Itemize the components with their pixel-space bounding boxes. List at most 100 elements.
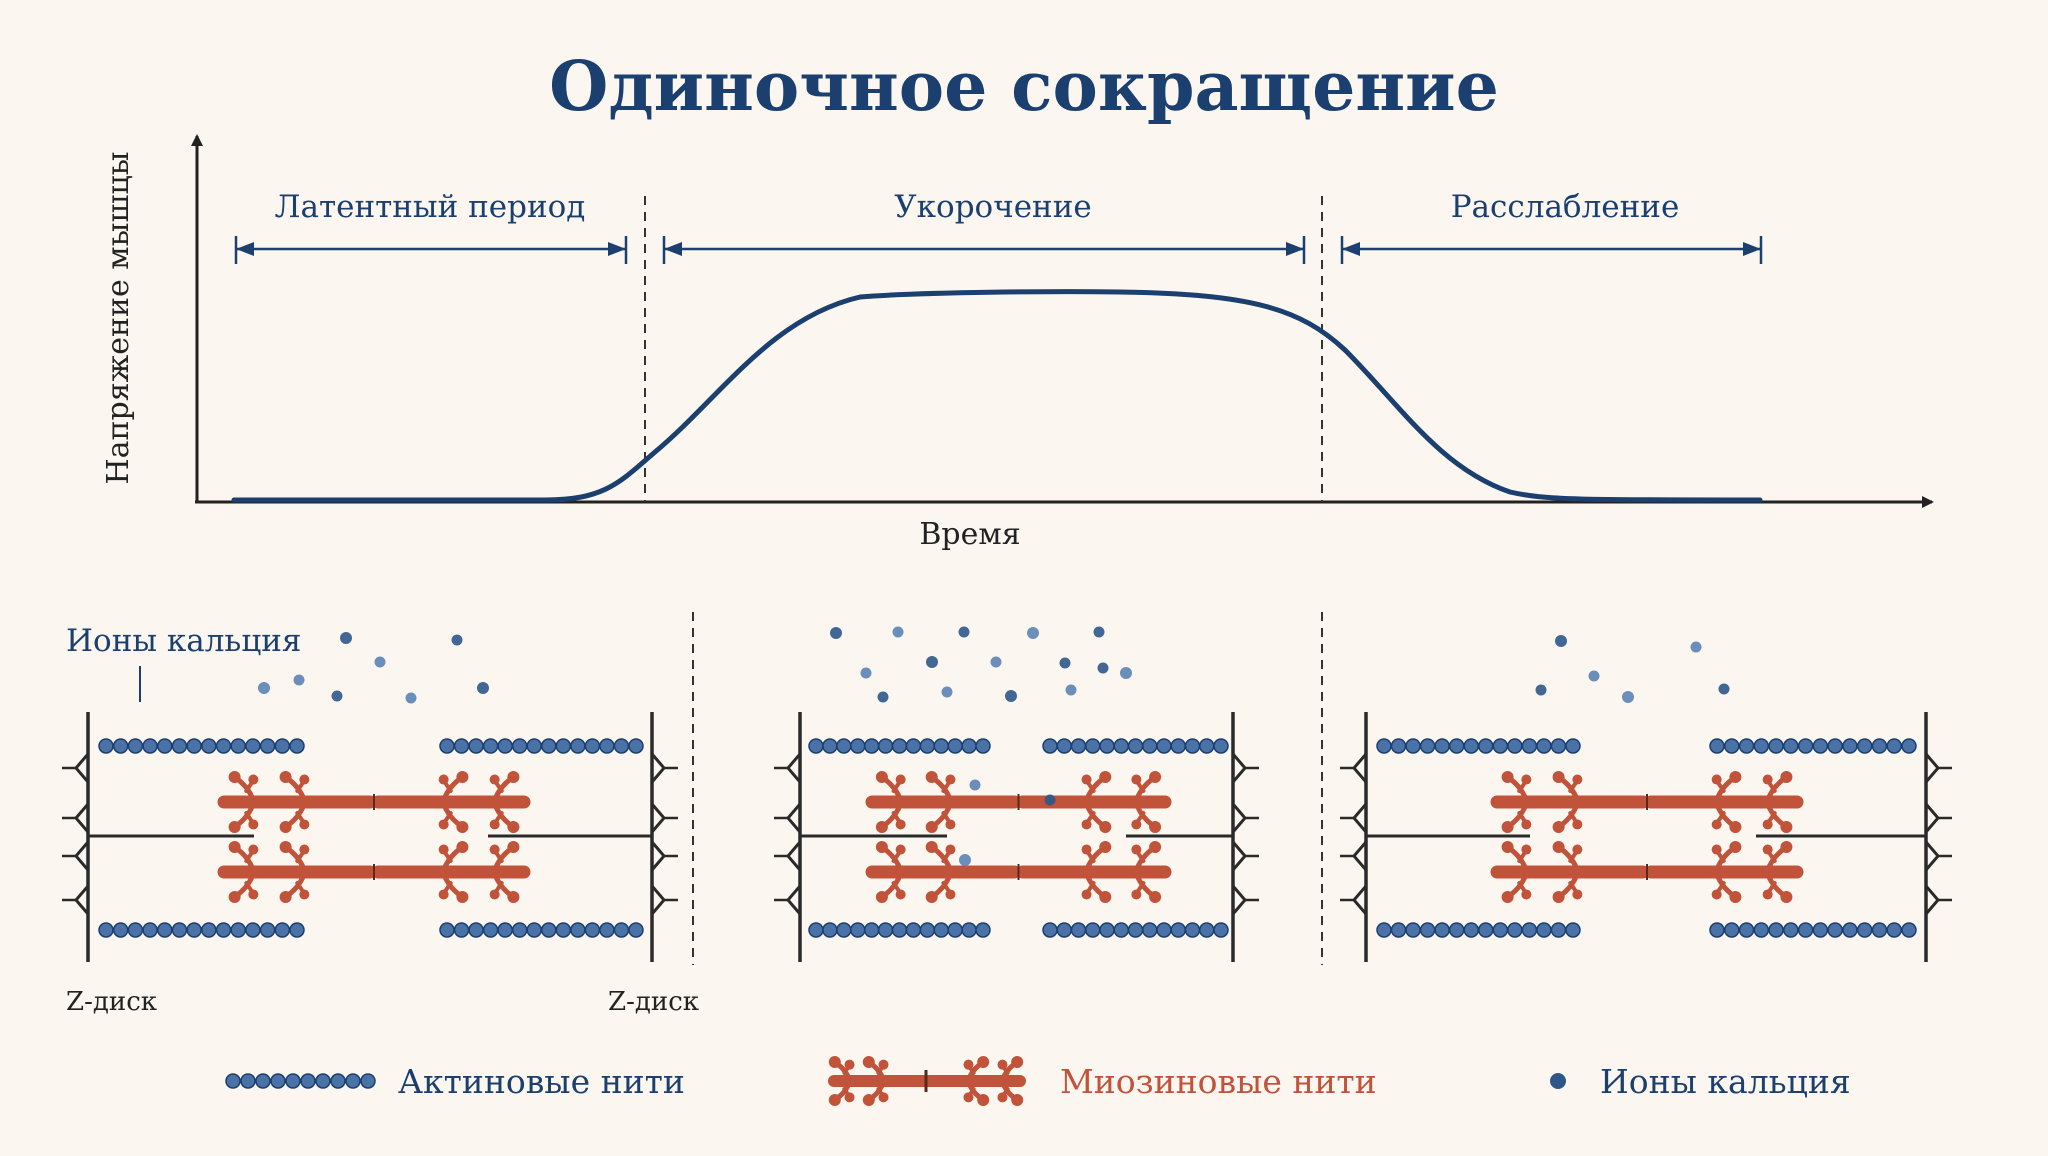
myosin-head-bulb xyxy=(1552,891,1565,903)
actin-bead xyxy=(1753,922,1770,938)
calcium-ion xyxy=(1065,684,1077,696)
myosin-head-bulb xyxy=(279,891,292,903)
actin-bead xyxy=(836,922,852,938)
actin-filament xyxy=(439,922,644,938)
actin-bead xyxy=(961,922,977,938)
actin-bead xyxy=(599,738,615,754)
myosin-head-bulb xyxy=(1521,819,1532,830)
actin-bead xyxy=(1901,922,1917,938)
actin-bead xyxy=(157,738,173,754)
myosin-filament xyxy=(217,841,531,903)
actin-bead xyxy=(1507,922,1523,938)
actin-bead xyxy=(613,738,630,754)
actin-bead xyxy=(1170,738,1186,754)
z-disc-zigzag xyxy=(1924,753,1940,783)
legend-actin-glyph xyxy=(225,1073,376,1089)
myosin-head-bulb xyxy=(945,844,956,855)
actin-bead xyxy=(225,1073,241,1089)
myosin-head-bulb xyxy=(456,841,469,853)
myosin-head-bulb xyxy=(875,841,888,853)
phase-arrow-shortening xyxy=(662,236,1306,264)
myosin-filament xyxy=(865,841,1172,903)
myosin-head-bulb xyxy=(489,774,500,785)
myosin-filament xyxy=(865,771,1172,833)
actin-bead xyxy=(201,738,217,754)
actin-bead xyxy=(1812,922,1829,938)
actin-filament xyxy=(1376,738,1581,754)
myosin-head-bulb xyxy=(1572,774,1583,785)
actin-bead xyxy=(1113,922,1129,938)
myosin-head-bulb xyxy=(228,821,241,833)
myosin-head-bulb xyxy=(828,1094,841,1106)
actin-bead xyxy=(230,922,246,938)
z-disc-zigzag xyxy=(1231,753,1247,783)
actin-bead xyxy=(1390,738,1407,754)
sarcomere-panel-2 xyxy=(774,626,1259,962)
myosin-head xyxy=(1131,771,1162,833)
actin-bead xyxy=(259,922,276,938)
myosin-head xyxy=(1501,771,1532,833)
actin-bead xyxy=(497,922,513,938)
actin-bead xyxy=(186,738,202,754)
actin-bead xyxy=(112,922,129,938)
myosin-head-bulb xyxy=(507,771,520,783)
actin-bead xyxy=(1042,922,1058,938)
myosin-head-bulb xyxy=(1501,821,1514,833)
z-disc-zigzag xyxy=(1352,885,1368,915)
myosin-head-bulb xyxy=(248,889,259,900)
myosin-head-bulb xyxy=(1501,771,1514,783)
myosin-head-bulb xyxy=(1762,774,1773,785)
myosin-head-bulb xyxy=(977,1056,990,1068)
actin-bead xyxy=(1070,738,1087,754)
z-disc-zigzag xyxy=(786,841,802,871)
myosin-head-bulb xyxy=(1711,774,1722,785)
myosin-head-bulb xyxy=(1149,891,1162,903)
myosin-head-bulb xyxy=(1081,774,1092,785)
myosin-head-bulb xyxy=(456,891,469,903)
myosin-head-bulb xyxy=(279,771,292,783)
myosin-head-bulb xyxy=(1011,1056,1024,1068)
myosin-head-bulb xyxy=(1131,844,1142,855)
actin-bead xyxy=(1783,738,1799,754)
actin-bead xyxy=(1434,738,1450,754)
actin-bead xyxy=(186,922,202,938)
actin-bead xyxy=(345,1073,361,1089)
actin-bead xyxy=(1724,922,1740,938)
actin-bead xyxy=(289,922,305,938)
myosin-head xyxy=(862,1056,889,1106)
myosin-head-bulb xyxy=(997,1092,1008,1103)
actin-bead xyxy=(1768,738,1784,754)
z-disc-zigzag xyxy=(1924,841,1940,871)
myosin-head-bulb xyxy=(279,841,292,853)
actin-bead xyxy=(1842,922,1858,938)
actin-bead xyxy=(1390,922,1407,938)
actin-bead xyxy=(1156,922,1172,938)
actin-bead xyxy=(808,738,824,754)
actin-bead xyxy=(127,922,144,938)
myosin-head-bulb xyxy=(844,1092,855,1103)
z-disc-zigzag xyxy=(74,885,90,915)
actin-bead xyxy=(526,738,542,754)
myosin-head-bulb xyxy=(1521,844,1532,855)
actin-bead xyxy=(1099,922,1115,938)
actin-bead xyxy=(1113,738,1129,754)
tension-curve xyxy=(231,289,1763,503)
actin-bead xyxy=(526,922,542,938)
myosin-head-bulb xyxy=(895,819,906,830)
myosin-head xyxy=(925,841,956,903)
actin-bead xyxy=(808,922,824,938)
myosin-head-bulb xyxy=(438,844,449,855)
actin-bead xyxy=(1565,922,1581,938)
myosin-head-bulb xyxy=(1711,819,1722,830)
myosin-head-bulb xyxy=(1780,771,1793,783)
myosin-head xyxy=(489,771,520,833)
actin-bead xyxy=(1536,922,1552,938)
myosin-head-bulb xyxy=(1572,889,1583,900)
actin-bead xyxy=(1492,738,1509,754)
z-disc-zigzag xyxy=(74,841,90,871)
myosin-head-bulb xyxy=(1780,821,1793,833)
myosin-head-bulb xyxy=(875,891,888,903)
actin-bead xyxy=(1871,922,1888,938)
actin-filament xyxy=(98,738,305,754)
myosin-head xyxy=(1552,771,1583,833)
